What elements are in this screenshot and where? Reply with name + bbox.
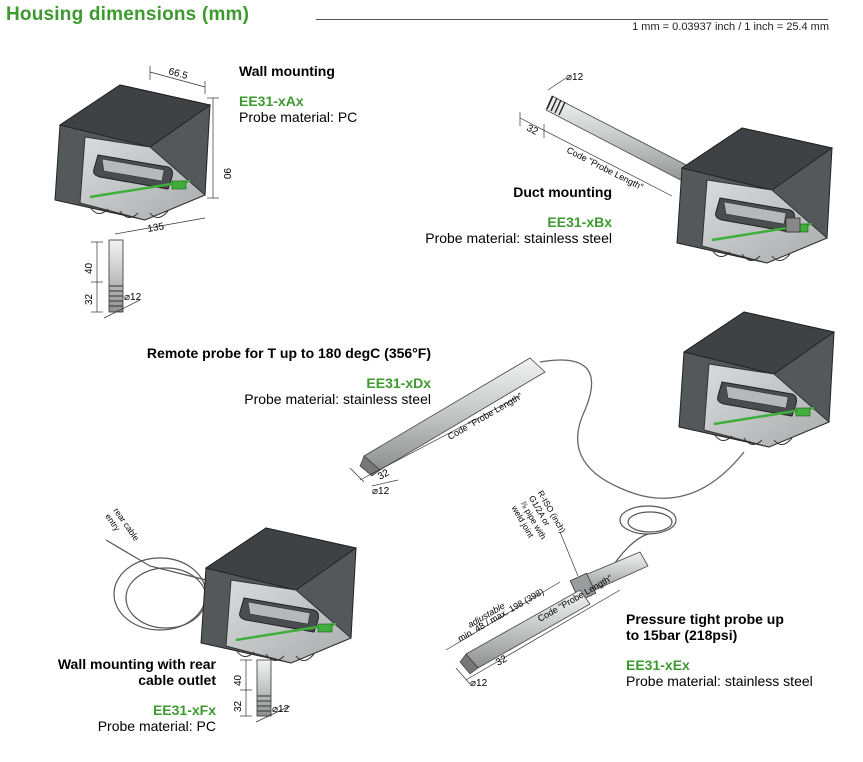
page-title: Housing dimensions (mm) bbox=[6, 4, 250, 25]
dim-remote-dia: ⌀12 bbox=[372, 486, 390, 497]
dim-wall-probe-dia: ⌀12 bbox=[124, 292, 142, 303]
variant-material: Probe material: PC bbox=[239, 109, 358, 125]
variant-heading-line1: Wall mounting with rear bbox=[57, 656, 216, 672]
variant-rear: Wall mounting with rear cable outlet EE3… bbox=[58, 656, 216, 734]
variant-code: EE31-xDx bbox=[366, 375, 431, 391]
rear-outlet-drawing bbox=[105, 526, 358, 723]
dim-wall-probe-32: 32 bbox=[84, 293, 95, 305]
dim-duct-dia: ⌀12 bbox=[566, 72, 584, 83]
variant-code: EE31-xAx bbox=[239, 93, 304, 109]
dim-wall-probe-40: 40 bbox=[84, 262, 95, 274]
variant-material: Probe material: stainless steel bbox=[626, 673, 813, 689]
dim-remote-32: 32 bbox=[376, 467, 392, 482]
dim-wall-height: 90 bbox=[221, 168, 232, 180]
variant-code: EE31-xEx bbox=[626, 657, 690, 673]
variant-code: EE31-xBx bbox=[547, 214, 612, 230]
variant-heading-line2: cable outlet bbox=[138, 672, 216, 688]
variant-code: EE31-xFx bbox=[152, 702, 216, 718]
variant-material: Probe material: stainless steel bbox=[244, 391, 431, 407]
title-rule bbox=[316, 19, 828, 20]
dim-rear-probe-40: 40 bbox=[233, 674, 244, 686]
variant-wall: Wall mounting EE31-xAx Probe material: P… bbox=[239, 63, 357, 125]
dim-pressure-32: 32 bbox=[494, 653, 510, 668]
remote-probe-drawing bbox=[349, 310, 836, 499]
dim-rear-probe-32: 32 bbox=[233, 700, 244, 712]
variant-material: Probe material: stainless steel bbox=[425, 230, 612, 246]
variant-heading-line2: to 15bar (218psi) bbox=[626, 627, 738, 643]
variant-heading: Wall mounting bbox=[239, 63, 335, 79]
variant-remote: Remote probe for T up to 180 degC (356°F… bbox=[147, 345, 431, 407]
wall-mount-drawing bbox=[53, 66, 219, 319]
variant-pressure: Pressure tight probe up to 15bar (218psi… bbox=[626, 611, 813, 689]
dim-wall-width: 135 bbox=[147, 221, 166, 235]
unit-conversion: 1 mm = 0.03937 inch / 1 inch = 25.4 mm bbox=[632, 21, 829, 33]
pressure-probe-drawing bbox=[445, 505, 677, 685]
variant-duct: Duct mounting EE31-xBx Probe material: s… bbox=[425, 184, 612, 246]
variant-heading-line1: Pressure tight probe up bbox=[626, 611, 784, 627]
dim-rear-probe-dia: ⌀12 bbox=[272, 704, 290, 715]
dim-pressure-dia: ⌀12 bbox=[470, 678, 488, 689]
duct-mount-drawing bbox=[519, 77, 834, 265]
variant-heading: Remote probe for T up to 180 degC (356°F… bbox=[146, 345, 431, 361]
dim-wall-depth: 66.5 bbox=[167, 66, 189, 82]
variant-heading: Duct mounting bbox=[513, 184, 612, 200]
dim-duct-32: 32 bbox=[525, 123, 540, 138]
variant-material: Probe material: PC bbox=[97, 718, 216, 734]
